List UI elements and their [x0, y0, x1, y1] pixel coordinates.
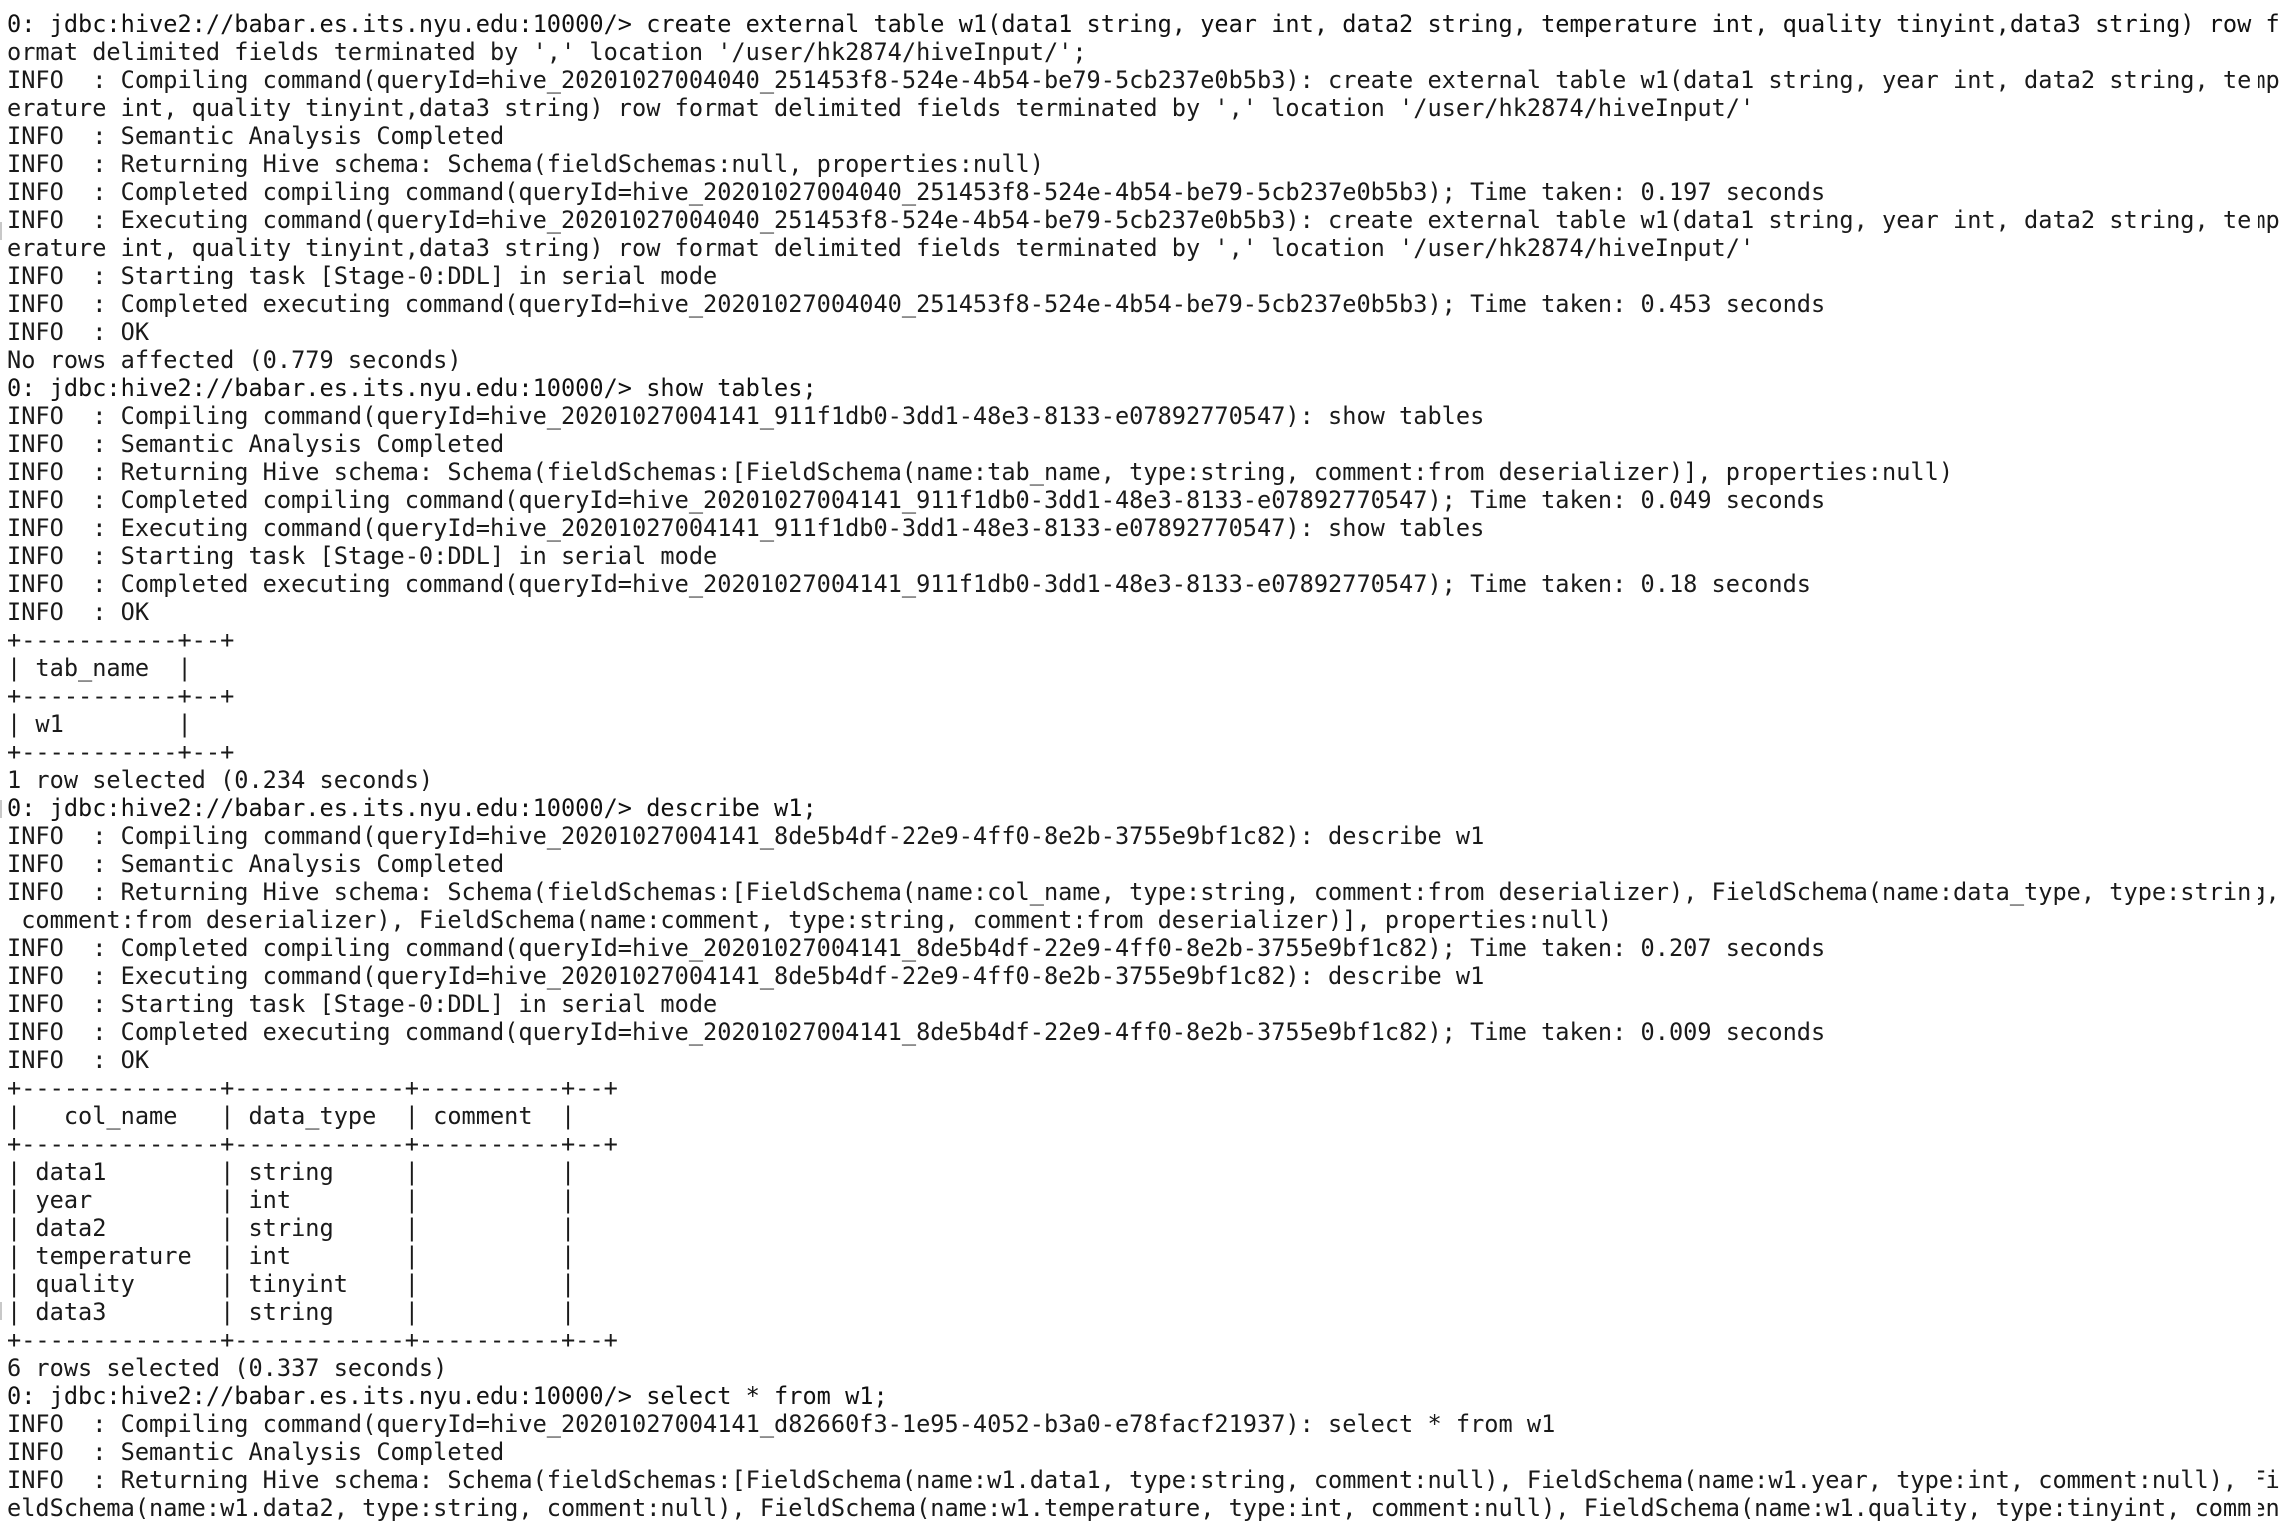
output-line: | col_name | data_type | comment | — [7, 1102, 576, 1130]
output-line: +-----------+--+ — [7, 626, 235, 654]
output-line: INFO : Compiling command(queryId=hive_20… — [7, 66, 2280, 94]
output-line: INFO : Completed executing command(query… — [7, 570, 1811, 598]
output-line: INFO : Starting task [Stage-0:DDL] in se… — [7, 262, 718, 290]
output-line: INFO : Returning Hive schema: Schema(fie… — [7, 458, 1954, 486]
output-line: INFO : OK — [7, 1046, 150, 1074]
output-line: INFO : Compiling command(queryId=hive_20… — [7, 402, 1485, 430]
output-line: | tab_name | — [7, 654, 192, 682]
output-line: INFO : OK — [7, 318, 150, 346]
output-line: ormat delimited fields terminated by ','… — [7, 38, 1087, 66]
prompt-line: 0: jdbc:hive2://babar.es.its.nyu.edu:100… — [7, 1382, 888, 1410]
output-line: 1 row selected (0.234 seconds) — [7, 766, 434, 794]
output-line: INFO : Semantic Analysis Completed — [7, 850, 505, 878]
output-line: INFO : Completed executing command(query… — [7, 1018, 1826, 1046]
output-line: | data3 | string | | — [7, 1298, 576, 1326]
output-line: INFO : OK — [7, 598, 150, 626]
output-line: +--------------+------------+----------+… — [7, 1130, 618, 1158]
output-line: INFO : Semantic Analysis Completed — [7, 430, 505, 458]
output-line: INFO : Returning Hive schema: Schema(fie… — [7, 1466, 2280, 1494]
output-line: comment:from deserializer), FieldSchema(… — [7, 906, 1613, 934]
output-line: +--------------+------------+----------+… — [7, 1326, 618, 1354]
left-gutter-mark — [0, 800, 2, 818]
prompt-line: 0: jdbc:hive2://babar.es.its.nyu.edu:100… — [7, 10, 2280, 38]
output-line: INFO : Semantic Analysis Completed — [7, 122, 505, 150]
output-line: INFO : Starting task [Stage-0:DDL] in se… — [7, 990, 718, 1018]
output-line: INFO : Returning Hive schema: Schema(fie… — [7, 878, 2280, 906]
output-line: INFO : Completed compiling command(query… — [7, 486, 1826, 514]
output-line: INFO : Starting task [Stage-0:DDL] in se… — [7, 542, 718, 570]
output-line: 6 rows selected (0.337 seconds) — [7, 1354, 448, 1382]
output-line: INFO : Completed compiling command(query… — [7, 178, 1826, 206]
terminal-scrollbar[interactable] — [2252, 0, 2258, 1524]
output-line: INFO : Executing command(queryId=hive_20… — [7, 206, 2280, 234]
output-line: | quality | tinyint | | — [7, 1270, 576, 1298]
output-line: | temperature | int | | — [7, 1242, 576, 1270]
prompt-line: 0: jdbc:hive2://babar.es.its.nyu.edu:100… — [7, 794, 817, 822]
output-line: eldSchema(name:w1.data2, type:string, co… — [7, 1494, 2280, 1522]
output-line: | data2 | string | | — [7, 1214, 576, 1242]
output-line: INFO : Executing command(queryId=hive_20… — [7, 514, 1485, 542]
output-line: | data1 | string | | — [7, 1158, 576, 1186]
output-line: | year | int | | — [7, 1186, 576, 1214]
prompt-line: 0: jdbc:hive2://babar.es.its.nyu.edu:100… — [7, 374, 817, 402]
output-line: +-----------+--+ — [7, 738, 235, 766]
output-line: erature int, quality tinyint,data3 strin… — [7, 94, 1755, 122]
output-line: +--------------+------------+----------+… — [7, 1074, 618, 1102]
output-line: +-----------+--+ — [7, 682, 235, 710]
output-line: erature int, quality tinyint,data3 strin… — [7, 234, 1755, 262]
output-line: INFO : Semantic Analysis Completed — [7, 1438, 505, 1466]
terminal-output: 0: jdbc:hive2://babar.es.its.nyu.edu:100… — [7, 10, 2280, 1522]
output-line: No rows affected (0.779 seconds) — [7, 346, 462, 374]
output-line: INFO : Compiling command(queryId=hive_20… — [7, 1410, 1556, 1438]
output-line: | w1 | — [7, 710, 192, 738]
output-line: INFO : Completed compiling command(query… — [7, 934, 1826, 962]
left-gutter-mark — [0, 1302, 2, 1320]
left-gutter-mark — [0, 222, 2, 240]
output-line: INFO : Executing command(queryId=hive_20… — [7, 962, 1485, 990]
output-line: INFO : Compiling command(queryId=hive_20… — [7, 822, 1485, 850]
output-line: INFO : Returning Hive schema: Schema(fie… — [7, 150, 1044, 178]
output-line: INFO : Completed executing command(query… — [7, 290, 1826, 318]
